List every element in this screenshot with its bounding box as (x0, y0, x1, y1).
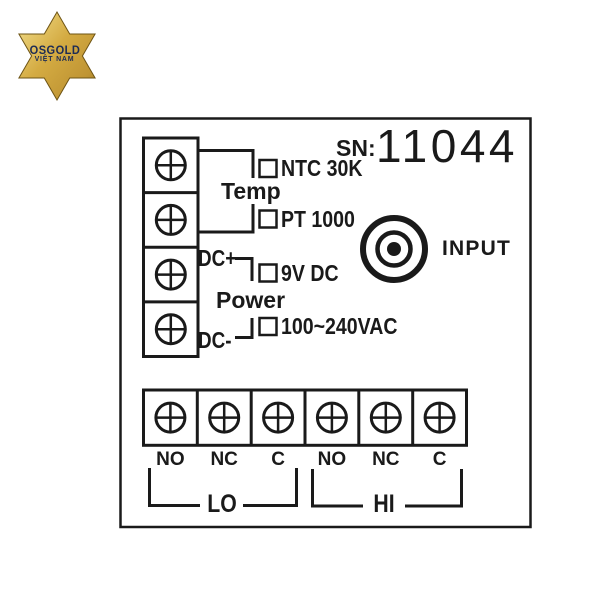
vac-option-label: 100~240VAC (281, 313, 398, 339)
screw-icon (315, 401, 348, 434)
dc-minus-connector-line (235, 318, 254, 339)
screw-icon (154, 401, 187, 434)
9vdc-option-label: 9V DC (281, 260, 339, 286)
sensor-power-terminal-block (142, 136, 200, 358)
relay-terminal-label: NO (317, 449, 347, 470)
relay-terminal-label: C (271, 449, 285, 470)
logo-region-text: VIỆT NAM (34, 55, 75, 63)
hi-group-label: HI (373, 490, 395, 518)
terminal-screw-icons-left (154, 149, 187, 346)
screw-icon (262, 401, 295, 434)
ntc-connector-line (198, 149, 255, 178)
dc-plus-label: DC+ (198, 245, 237, 271)
screw-icon (154, 313, 187, 346)
screw-icon (154, 258, 187, 291)
hi-group-bracket (311, 469, 463, 508)
input-label: INPUT (442, 236, 511, 260)
serial-number-label: SN: (336, 135, 376, 161)
logo-brand-text: OSGOLD (29, 42, 80, 57)
screw-icon (423, 401, 456, 434)
relay-terminal-label: NC (372, 449, 400, 470)
ntc-option-label: NTC 30K (281, 155, 363, 181)
lo-group-bracket (148, 468, 298, 507)
screw-icon (208, 401, 241, 434)
pt-checkbox (258, 209, 278, 229)
serial-number-value: 11044 (376, 119, 519, 172)
relay-terminal-strip (142, 388, 468, 447)
pt-option-label: PT 1000 (281, 205, 355, 232)
terminal-screw-icons-bottom (154, 401, 456, 434)
relay-terminal-label: NO (156, 449, 185, 470)
temp-group-label: Temp (221, 178, 281, 204)
lo-group-label: LO (206, 490, 237, 518)
screw-icon (369, 401, 402, 434)
ntc-checkbox (258, 158, 278, 179)
screw-icon (154, 149, 187, 182)
relay-terminal-label: NC (210, 449, 238, 470)
dc-plus-connector-line (235, 257, 254, 281)
9vdc-checkbox (258, 263, 278, 283)
dc-input-jack-icon (360, 215, 428, 283)
screw-icon (154, 203, 187, 236)
vac-checkbox (258, 316, 278, 337)
relay-terminal-label: C (432, 449, 447, 470)
panel-outline (119, 117, 532, 529)
pt-connector-line (198, 204, 255, 234)
dc-minus-label: DC- (198, 327, 232, 353)
power-group-label: Power (216, 287, 286, 313)
logo-star-icon (18, 10, 96, 102)
